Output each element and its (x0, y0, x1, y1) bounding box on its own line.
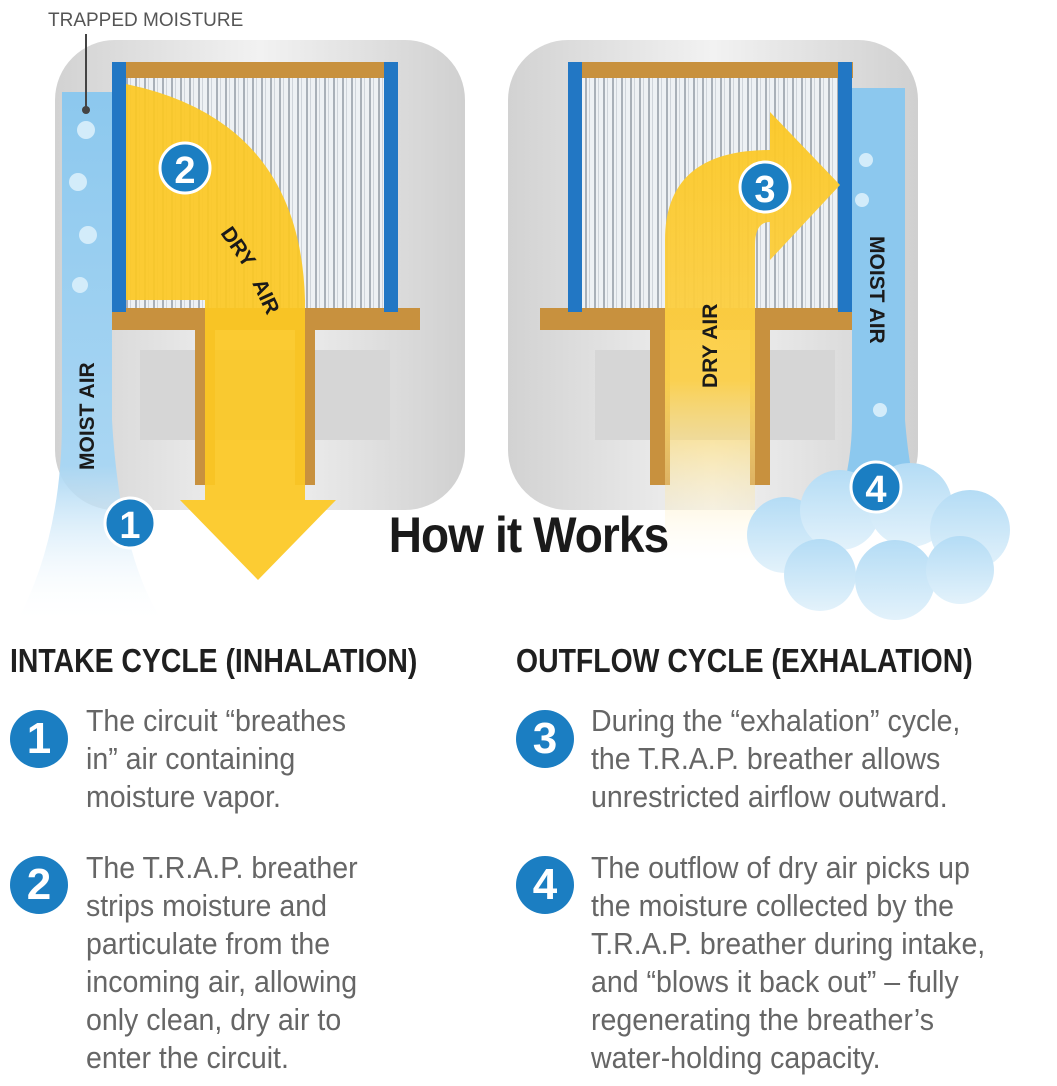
step-3-badge: 3 (516, 710, 574, 768)
trapped-moisture-dot (82, 106, 90, 114)
left-filter-side-left (112, 62, 126, 312)
right-droplet-1 (859, 153, 873, 167)
left-filter-side-right (384, 62, 398, 312)
moisture-cloud (747, 463, 1010, 620)
svg-text:3: 3 (754, 169, 775, 211)
left-droplet-1 (77, 121, 95, 139)
right-droplet-2 (855, 193, 869, 207)
step-4-text: The outflow of dry air picks up the mois… (591, 850, 986, 1075)
left-droplet-4 (72, 277, 88, 293)
left-droplet-3 (79, 226, 97, 244)
right-dry-air-flow (665, 112, 840, 560)
right-moist-air-label: MOIST AIR (865, 236, 888, 344)
diagram-badge-3: 3 (738, 160, 792, 214)
left-breather (15, 40, 465, 625)
step-1-badge: 1 (10, 710, 68, 768)
left-moist-air-stream (15, 92, 165, 625)
left-filter-top-frame (112, 62, 397, 78)
how-it-works-diagram: TRAPPED MOISTURE MOIST AIR DRY AIR (15, 10, 1010, 625)
left-moist-air-label: MOIST AIR (76, 362, 99, 470)
diagram-badge-4: 4 (849, 460, 903, 514)
right-breather (508, 40, 1010, 620)
right-dry-air-label: DRY AIR (699, 304, 722, 388)
step-4-badge: 4 (516, 856, 574, 914)
step-2-text: The T.R.A.P. breather strips moisture an… (86, 850, 358, 1075)
right-moist-air-stream (840, 88, 920, 500)
page-title: How it Works (388, 507, 669, 563)
right-filter-top-frame (568, 62, 853, 78)
diagram-badge-2: 2 (158, 141, 212, 195)
right-filter-side-right (838, 62, 852, 312)
svg-text:1: 1 (119, 505, 140, 547)
right-filter-side-left (568, 62, 582, 312)
intake-heading: INTAKE CYCLE (INHALATION) (10, 642, 418, 679)
left-droplet-2 (69, 173, 87, 191)
trapped-moisture-label: TRAPPED MOISTURE (48, 10, 243, 31)
step-2-badge: 2 (10, 856, 68, 914)
right-droplet-3 (873, 403, 887, 417)
outflow-heading: OUTFLOW CYCLE (EXHALATION) (516, 642, 973, 679)
step-1-text: The circuit “breathes in” air containing… (86, 703, 346, 814)
svg-text:4: 4 (865, 469, 886, 511)
diagram-badge-1: 1 (103, 496, 157, 550)
svg-text:2: 2 (174, 150, 195, 192)
left-dry-air-flow (126, 84, 336, 580)
step-3-text: During the “exhalation” cycle, the T.R.A… (591, 703, 961, 814)
